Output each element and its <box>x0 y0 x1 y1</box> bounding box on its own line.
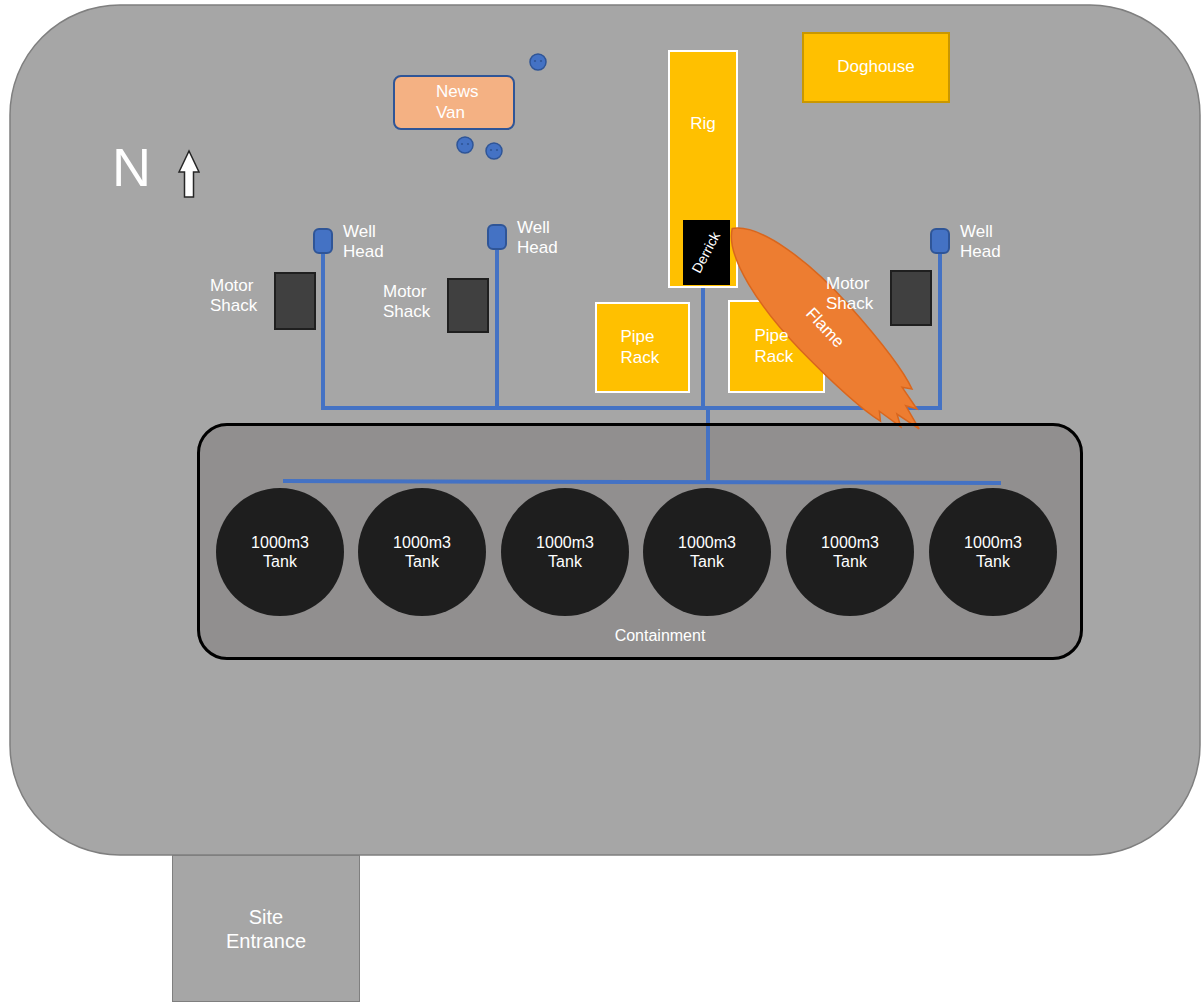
node-label: 1000m3 Tank <box>817 533 883 571</box>
containment: Containment 1000m3 Tank 1000m3 Tank 1000m3 … <box>197 423 1083 660</box>
person-eye <box>490 149 492 151</box>
flame-body <box>730 226 920 430</box>
north-arrow <box>179 151 199 197</box>
node-label: Pipe Rack <box>621 327 677 368</box>
pipeline <box>323 254 708 423</box>
person <box>486 143 502 159</box>
derrick: Derrick <box>683 220 730 285</box>
person-eye <box>534 60 536 62</box>
drilling-rig: RigDerrick <box>668 50 738 288</box>
node-label: 1000m3 Tank <box>674 533 740 571</box>
pipeline <box>703 288 708 423</box>
motor-shack: Motor Shack <box>274 272 316 330</box>
site-entrance: Site Entrance <box>172 855 360 1002</box>
node-label: 1000m3 Tank <box>960 533 1026 571</box>
site-pad <box>10 5 1200 855</box>
node-label: Derrick <box>689 229 725 276</box>
person-eye <box>496 149 498 151</box>
news-van: News Van <box>393 75 515 130</box>
person <box>457 137 473 153</box>
storage-tank: 1000m3 Tank <box>786 488 914 616</box>
node-label: Rig <box>690 114 716 134</box>
pipe-rack: Pipe Rack <box>595 302 690 393</box>
well-head: Well Head <box>930 228 950 254</box>
storage-tank: 1000m3 Tank <box>643 488 771 616</box>
storage-tank: 1000m3 Tank <box>929 488 1057 616</box>
person-eye <box>467 143 469 145</box>
north-label: N <box>112 138 151 197</box>
node-label: Doghouse <box>837 57 915 77</box>
storage-tank: 1000m3 Tank <box>358 488 486 616</box>
node-label: Well Head <box>517 218 567 259</box>
node-label: News Van <box>436 82 492 123</box>
containment-floor <box>197 423 1083 660</box>
person-eye <box>461 143 463 145</box>
person-eye <box>540 60 542 62</box>
motor-shack: Motor Shack <box>447 278 489 333</box>
well-head: Well Head <box>313 228 333 254</box>
node-label: 1000m3 Tank <box>389 533 455 571</box>
node-label: Motor Shack <box>826 274 884 315</box>
well-head: Well Head <box>487 224 507 250</box>
storage-tank: 1000m3 Tank <box>501 488 629 616</box>
node-label: Motor Shack <box>210 276 268 317</box>
node-label: Motor Shack <box>383 282 441 323</box>
node-label: Well Head <box>343 222 393 263</box>
node-label: 1000m3 Tank <box>532 533 598 571</box>
pipe <box>706 423 710 482</box>
node-label: Containment <box>615 626 706 645</box>
person <box>530 54 546 70</box>
storage-tank: 1000m3 Tank <box>216 488 344 616</box>
node-label: Pipe Rack <box>755 326 811 367</box>
node-label: 1000m3 Tank <box>247 533 313 571</box>
doghouse: Doghouse <box>802 32 950 103</box>
node-label: Site Entrance <box>218 905 314 953</box>
motor-shack: Motor Shack <box>890 270 932 326</box>
node-label: Well Head <box>960 222 1010 263</box>
tank-header-pipe <box>283 481 1001 483</box>
